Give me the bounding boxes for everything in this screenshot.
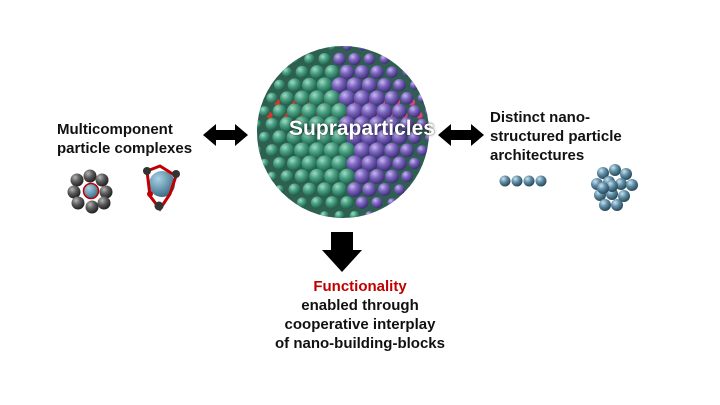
left-label-line-2: particle complexes bbox=[57, 140, 193, 157]
right-double-arrow bbox=[438, 124, 484, 146]
functionality-heading: Functionality bbox=[313, 278, 407, 295]
functionality-line-2: cooperative interplay bbox=[284, 316, 436, 333]
blue-particle-cluster bbox=[591, 164, 638, 211]
functionality-line-1: enabled through bbox=[301, 297, 419, 314]
grey-particle-cluster bbox=[67, 169, 113, 214]
supraparticle-sphere bbox=[257, 46, 429, 218]
tetrahedral-complex bbox=[143, 164, 180, 212]
down-arrow bbox=[322, 232, 362, 272]
supraparticles-title: Supraparticles bbox=[289, 117, 435, 140]
left-label-line-1: Multicomponent bbox=[57, 121, 173, 138]
right-label-line-2: structured particle bbox=[490, 128, 622, 145]
multicomponent-label: Multicomponent particle complexes bbox=[57, 120, 217, 158]
left-double-arrow bbox=[203, 124, 248, 146]
functionality-line-3: of nano-building-blocks bbox=[275, 335, 445, 352]
right-label-line-3: architectures bbox=[490, 147, 585, 164]
right-label-line-1: Distinct nano- bbox=[490, 109, 590, 126]
functionality-label: Functionality enabled through cooperativ… bbox=[220, 277, 500, 353]
particle-chain bbox=[499, 175, 547, 187]
architectures-label: Distinct nano- structured particle archi… bbox=[490, 108, 655, 165]
